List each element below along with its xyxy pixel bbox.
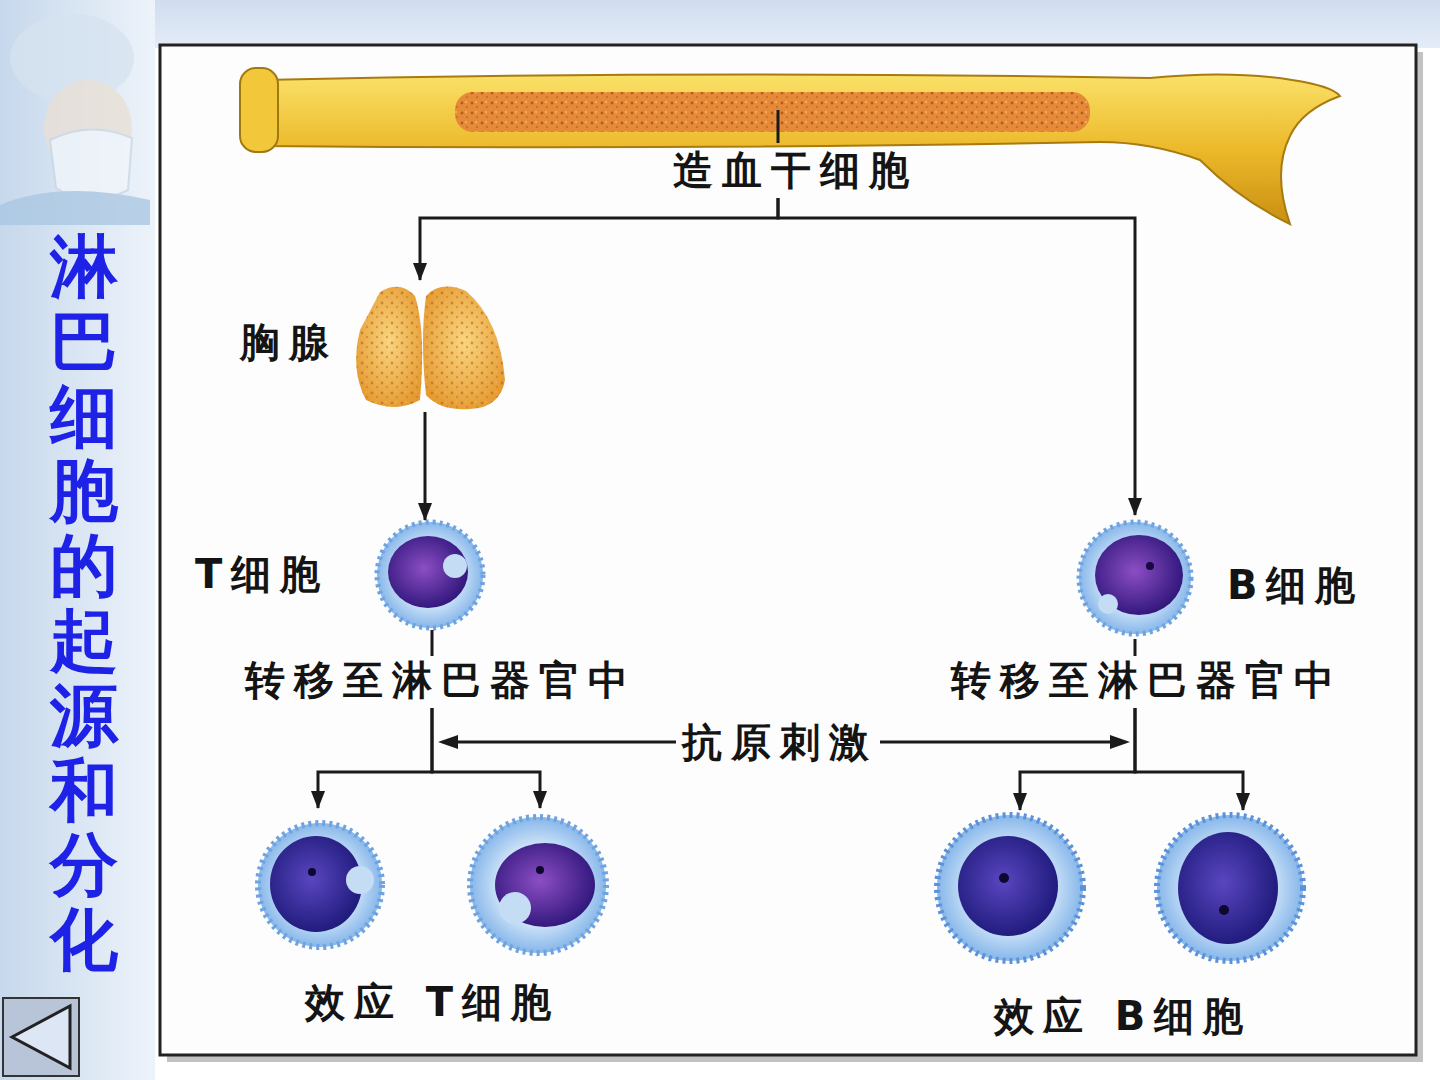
thymus-illustration	[356, 287, 505, 410]
cell-nucleus	[1095, 535, 1183, 615]
diagram-node: 转移至淋巴器官中	[236, 656, 646, 708]
arrowhead	[438, 735, 458, 749]
connector-line	[431, 630, 434, 656]
bone-end	[240, 68, 278, 152]
cell-cytoplasm	[258, 823, 382, 947]
diagram-node: 造血干细胞	[660, 146, 930, 198]
connector	[1020, 708, 1243, 810]
cell-cytoplasm	[470, 817, 606, 953]
connector	[425, 412, 426, 520]
diagram-node: B细胞	[1062, 515, 1374, 639]
cell-nucleus	[388, 536, 468, 608]
node-text: 转移至淋巴器官中	[951, 656, 1343, 704]
back-triangle	[12, 1006, 70, 1068]
thymus-lobe	[356, 287, 422, 407]
connector-line	[778, 198, 1135, 515]
nucleus-notch	[443, 554, 467, 578]
bone-marrow	[455, 92, 1090, 132]
connector-line	[1135, 708, 1243, 810]
effector-t-cells	[258, 817, 606, 953]
face-mask	[50, 129, 132, 199]
connector	[778, 198, 1135, 515]
node-text: 效应 T细胞	[305, 978, 560, 1026]
cell-nucleus	[958, 836, 1058, 936]
diagram-node: 效应 T细胞	[245, 808, 620, 1033]
slide-title: 淋巴细胞的起源和分化	[50, 230, 118, 978]
thymus-texture	[423, 287, 505, 410]
bone-shaft	[262, 74, 1340, 224]
connector-line	[1020, 708, 1135, 810]
cell-nucleus	[1178, 832, 1278, 944]
bone-illustration	[240, 68, 1340, 224]
node-text: 效应 B细胞	[994, 992, 1252, 1040]
marrow-leader	[777, 110, 780, 143]
connector	[432, 630, 433, 656]
diagram-node: T细胞	[190, 520, 510, 630]
diagram-node: 效应 B细胞	[928, 810, 1318, 1044]
connector-line	[424, 412, 427, 520]
b-cell-illustration	[1079, 522, 1191, 634]
arrow-caption: 抗原刺激	[676, 718, 880, 766]
nucleolus	[536, 866, 544, 874]
node-text: B细胞	[1227, 561, 1365, 609]
diagram-panel	[160, 45, 1416, 1055]
back-button	[3, 998, 79, 1076]
doctor-photo	[0, 14, 150, 225]
nucleolus	[1146, 562, 1154, 570]
connector-line	[1134, 639, 1137, 656]
diagram-node: 转移至淋巴器官中	[942, 656, 1352, 708]
nucleus-notch	[1098, 594, 1118, 614]
button-frame	[3, 998, 79, 1076]
cell-cytoplasm	[1157, 815, 1303, 961]
connector-line	[432, 708, 540, 808]
thymus-texture	[356, 287, 422, 407]
effector-b-cells	[937, 815, 1303, 961]
nucleolus	[1219, 905, 1229, 915]
nucleus-notch	[499, 892, 531, 924]
arrowhead	[1110, 735, 1130, 749]
node-text: 造血干细胞	[673, 146, 918, 194]
thymus-lobe	[423, 287, 505, 410]
connector	[318, 708, 540, 808]
node-text: T细胞	[195, 550, 329, 598]
top-band	[0, 0, 1440, 48]
node-text: 转移至淋巴器官中	[245, 656, 637, 704]
connector	[420, 198, 778, 280]
bone-marrow-texture	[455, 92, 1090, 132]
cell-cytoplasm	[377, 522, 483, 628]
cell-cytoplasm	[937, 815, 1083, 961]
nucleolus	[308, 868, 316, 876]
node-text: 胸腺	[240, 318, 338, 366]
label-holder: 抗原刺激	[676, 718, 880, 766]
nucleus-notch	[346, 866, 374, 894]
cell-cytoplasm	[1079, 522, 1191, 634]
cell-nucleus	[495, 843, 595, 927]
connector-line	[420, 198, 778, 280]
nucleolus	[999, 873, 1009, 883]
side-band	[0, 0, 155, 1080]
connector	[1135, 639, 1136, 656]
connector-line	[318, 708, 432, 808]
gown	[0, 191, 150, 225]
diagram-node: 胸腺	[232, 280, 512, 412]
t-cell-illustration	[377, 522, 483, 628]
